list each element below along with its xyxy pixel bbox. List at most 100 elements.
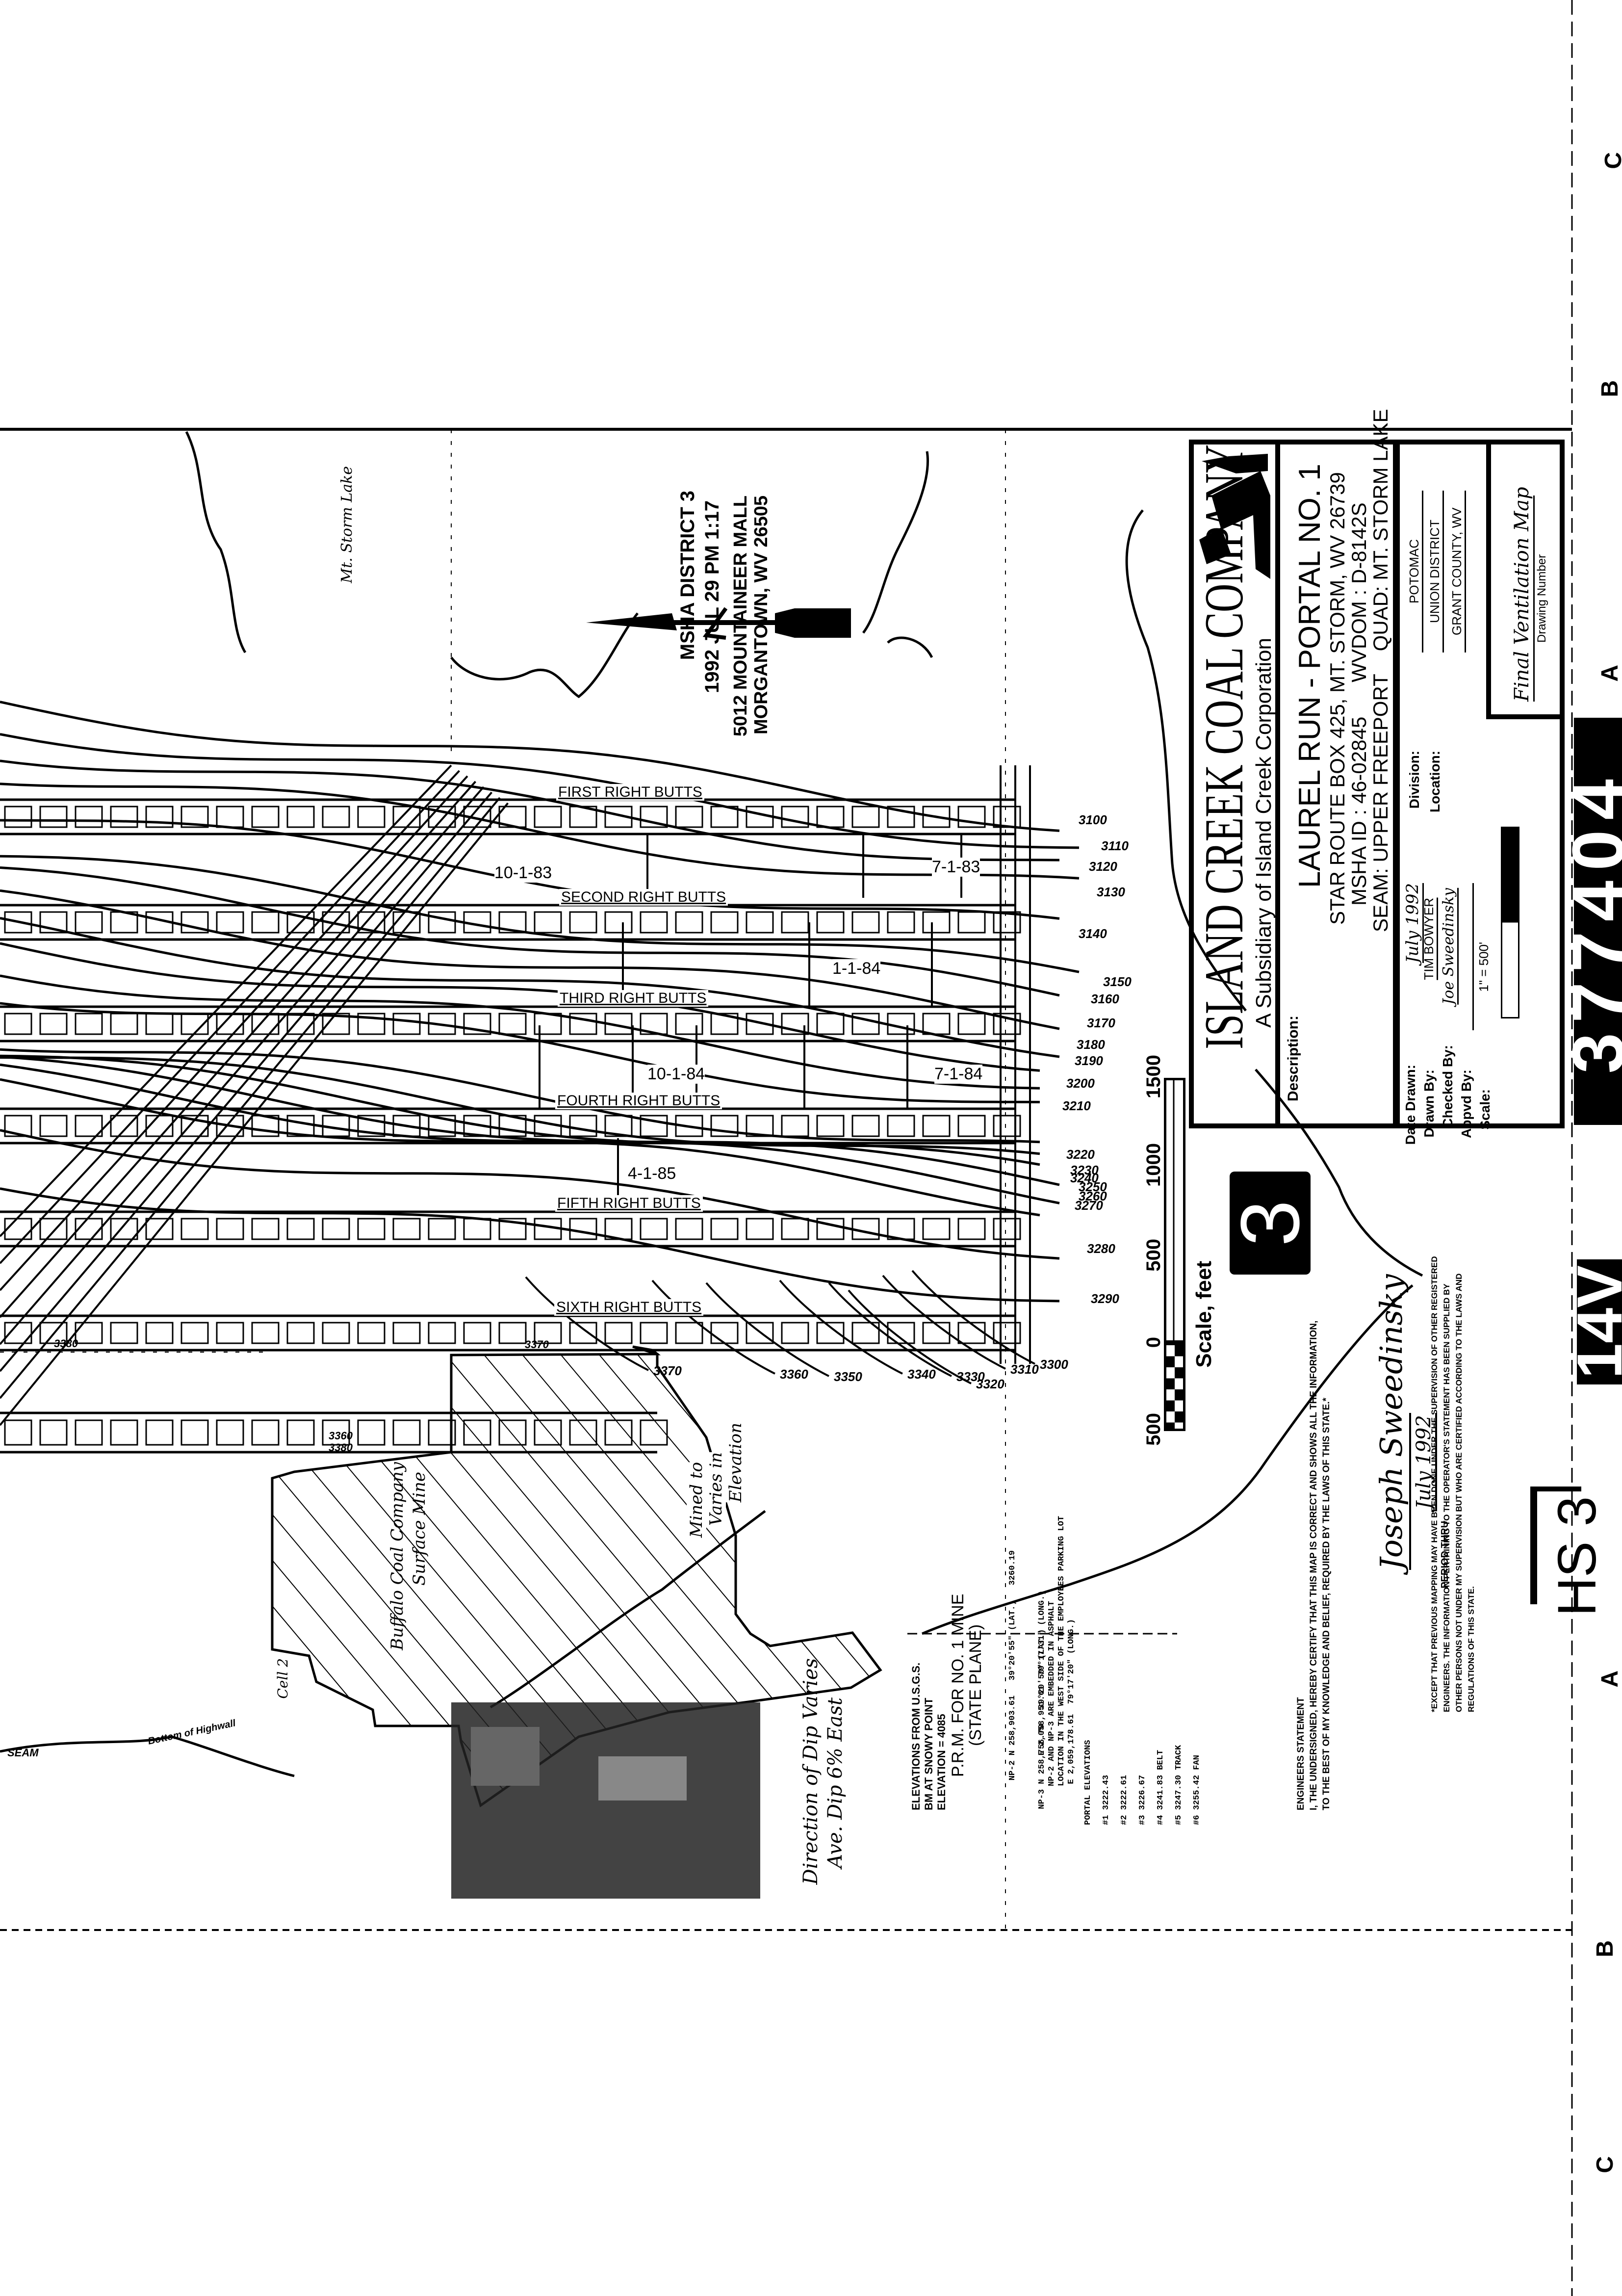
pillar <box>887 1115 915 1137</box>
pillar <box>110 1218 138 1240</box>
scale-tick-label: 1000 <box>1143 1143 1164 1187</box>
contour-elevation-label: 3200 <box>1066 1076 1095 1091</box>
pillar <box>180 911 209 934</box>
contour-line <box>0 733 1080 849</box>
portal-elevation: #4 3241.83 BELT <box>1156 1749 1165 1825</box>
contour-elevation-label: 3290 <box>1091 1291 1119 1306</box>
mining-date: 4-1-85 <box>628 1164 676 1183</box>
pillar <box>957 911 986 934</box>
mined-elevation-label: Mined to <box>687 1462 706 1538</box>
note-line: E 2,059,178.61 79°17'20" (LONG.) <box>1067 1619 1076 1809</box>
file-number-stamp: 377404 <box>1557 718 1622 1125</box>
file-number: 377404 <box>1556 769 1622 1074</box>
description-line-3: MSHA ID : 46-02845 WVDOM : D-8142S <box>1347 502 1370 906</box>
pillar <box>534 1419 562 1446</box>
pillar <box>957 1322 986 1344</box>
msha-stamp-line: MSHA DISTRICT 3 <box>677 491 698 660</box>
approved-by-line <box>1472 883 1474 1030</box>
division-value: POTOMAC <box>1407 491 1423 652</box>
contour-line <box>828 1282 952 1377</box>
contour-line <box>0 1054 1040 1166</box>
pillar <box>216 911 244 934</box>
contour-line <box>0 942 1040 1072</box>
contour-elevation-label: 3160 <box>1091 991 1119 1006</box>
msha-stamp-line: 1992 JUL 29 PM 1:17 <box>701 500 723 693</box>
pillar <box>357 1218 386 1240</box>
pillar <box>781 1115 809 1137</box>
butts-label: FIRST RIGHT BUTTS <box>556 784 704 801</box>
contour-elevation-label: 3150 <box>1103 974 1132 989</box>
contour-line <box>0 916 1060 1058</box>
pillar <box>816 806 845 828</box>
pillar <box>569 1322 597 1344</box>
pillar <box>428 1419 456 1446</box>
description-label: Description: <box>1285 1016 1301 1102</box>
margin-grid-letter: A <box>1597 1670 1622 1688</box>
contour-line <box>0 855 1080 973</box>
portal-elevation: #3 3226.67 <box>1138 1774 1147 1825</box>
contour-line <box>0 1048 1040 1144</box>
pillar <box>392 1419 421 1446</box>
pillar <box>463 1419 491 1446</box>
contour-elevation-label: 3250 <box>1079 1179 1107 1194</box>
butts-label: FOURTH RIGHT BUTTS <box>555 1093 722 1109</box>
pillar <box>75 1115 103 1137</box>
mine-workings <box>0 764 1031 1454</box>
contour-line <box>0 783 1080 880</box>
pillar <box>392 1013 421 1035</box>
contour-elevation-label: 3130 <box>1097 885 1125 899</box>
pillar <box>640 1218 668 1240</box>
mining-date: 7-1-84 <box>934 1065 983 1084</box>
sheet-stamp: 14V <box>1564 1259 1622 1384</box>
description-line-1: LAUREL RUN - PORTAL NO. 1 <box>1293 464 1327 888</box>
contour-elevation-label: 3380 <box>54 1337 78 1350</box>
contour-line <box>651 1279 775 1375</box>
pillar <box>392 1218 421 1240</box>
pillar <box>4 1013 32 1035</box>
pillar <box>922 1218 951 1240</box>
pillar <box>604 1419 633 1446</box>
contour-line <box>0 974 1040 1090</box>
pillar <box>640 1322 668 1344</box>
pillar <box>110 1419 138 1446</box>
contour-line <box>525 1276 649 1371</box>
contour-elevation-label: 3280 <box>1087 1241 1115 1256</box>
north-arrow-icon <box>586 607 851 640</box>
pillar <box>816 1322 845 1344</box>
pillar <box>604 1322 633 1344</box>
contour-elevation-label: 3240 <box>1070 1171 1099 1185</box>
drawn-by-label: Drawn By: <box>1421 1070 1437 1138</box>
pillar <box>957 1115 986 1137</box>
prm-note: P.R.M. FOR NO. 1 MINE (STATE PLANE) <box>949 1575 985 1796</box>
pillar <box>710 1115 739 1137</box>
mined-elevation-label: Varies in <box>706 1452 726 1526</box>
pillar <box>887 806 915 828</box>
pillar <box>746 911 774 934</box>
mined-elevation-label: Elevation <box>726 1423 746 1503</box>
scale-tick-label: 0 <box>1143 1337 1164 1348</box>
average-dip-label: Ave. Dip 6% East <box>824 1697 847 1868</box>
contour-elevation-label: 3170 <box>1087 1016 1115 1030</box>
contour-line <box>0 1187 1060 1303</box>
surface-mine-label: Buffalo Coal Company <box>387 1462 407 1650</box>
pillar <box>180 806 209 828</box>
pillar <box>357 1419 386 1446</box>
surface-mine-area <box>271 1345 882 1808</box>
note-line: NP-3 N 258,756.70 39°20'50" (LAT.) <box>1037 1629 1047 1809</box>
note-line: ELEVATION = 4085 <box>935 1714 948 1810</box>
pillar <box>498 1218 527 1240</box>
contour-elevation-label: 3380 <box>329 1441 353 1454</box>
drawn-by-value: TIM BOWYER <box>1421 898 1438 980</box>
contour-elevation-label: 3330 <box>956 1369 985 1384</box>
lake-label: Mt. Storm Lake <box>338 466 356 583</box>
pillar <box>993 1115 1021 1137</box>
pillar <box>428 1218 456 1240</box>
pillar <box>640 1419 668 1446</box>
msha-stamp-line: MORGANTOWN, WV 26505 <box>751 496 772 735</box>
note-line: ELEVATIONS FROM U.S.G.S. <box>910 1662 922 1810</box>
pillar <box>357 1322 386 1344</box>
pillar <box>463 1218 491 1240</box>
pillar <box>251 806 280 828</box>
pillar <box>993 1013 1021 1035</box>
plate-number: 3 <box>1223 1200 1317 1247</box>
